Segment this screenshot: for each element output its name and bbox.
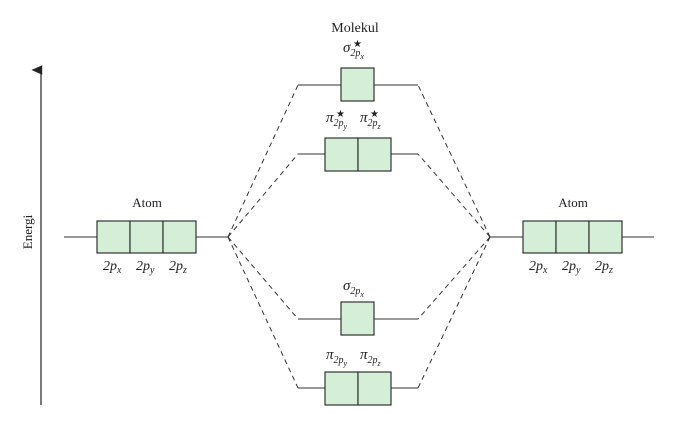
mo-pi-2py-box: [324, 371, 359, 406]
left-orbital-labels: 2px 2py 2pz: [103, 259, 187, 276]
mo-pi-star-2pz-star: ★: [370, 109, 379, 120]
right-2pz-label: 2pz: [595, 259, 613, 276]
mo-sigma-star-2px: σ2px ★: [298, 39, 418, 102]
left-2px-box: [96, 220, 131, 254]
mo-sigma-star-2px-box: [340, 67, 375, 102]
mo-pi-2pz-label: π2pz: [360, 347, 382, 368]
right-orbital-labels: 2px 2py 2pz: [529, 259, 613, 276]
mo-pi-star-2pz-label: π2pz: [360, 110, 382, 131]
right-atom: Atom 2px 2py 2pz: [490, 195, 654, 276]
mo-pi-star-2py-star: ★: [336, 109, 345, 120]
mo-sigma-2px-box: [340, 301, 375, 336]
diagram-title: Molekul: [331, 21, 379, 36]
mo-sigma-2px: σ2px: [298, 278, 418, 336]
correlation-lines: [227, 84, 491, 389]
right-atom-label: Atom: [558, 195, 588, 210]
left-atom: Atom 2px 2py 2pz: [64, 195, 228, 276]
energy-axis-label: Energi: [20, 214, 35, 249]
right-2py-label: 2py: [562, 259, 581, 276]
mo-pi-2py-label: π2py: [326, 347, 348, 368]
mo-pi-star-2py-label: π2py: [326, 110, 348, 131]
mo-pi-star-2py-box: [324, 137, 359, 172]
mo-pi-star-2py-2pz: π2py ★ π2pz ★: [298, 109, 418, 172]
right-2pz-box: [588, 220, 623, 254]
right-2px-label: 2px: [529, 259, 548, 276]
right-2px-box: [522, 220, 557, 254]
left-2py-label: 2py: [136, 259, 155, 276]
left-atom-label: Atom: [132, 195, 162, 210]
left-2pz-box: [162, 220, 197, 254]
mo-sigma-2px-label: σ2px: [343, 278, 364, 299]
mo-sigma-star-2px-star: ★: [353, 39, 362, 50]
mo-pi-star-2pz-box: [357, 137, 392, 172]
left-2pz-label: 2pz: [169, 259, 187, 276]
right-2py-box: [555, 220, 590, 254]
left-2py-box: [129, 220, 164, 254]
left-2px-label: 2px: [103, 259, 122, 276]
mo-pi-2py-2pz: π2py π2pz: [298, 347, 418, 406]
mo-pi-2pz-box: [357, 371, 392, 406]
mo-sigma-star-2px-label: σ2px: [343, 40, 364, 61]
